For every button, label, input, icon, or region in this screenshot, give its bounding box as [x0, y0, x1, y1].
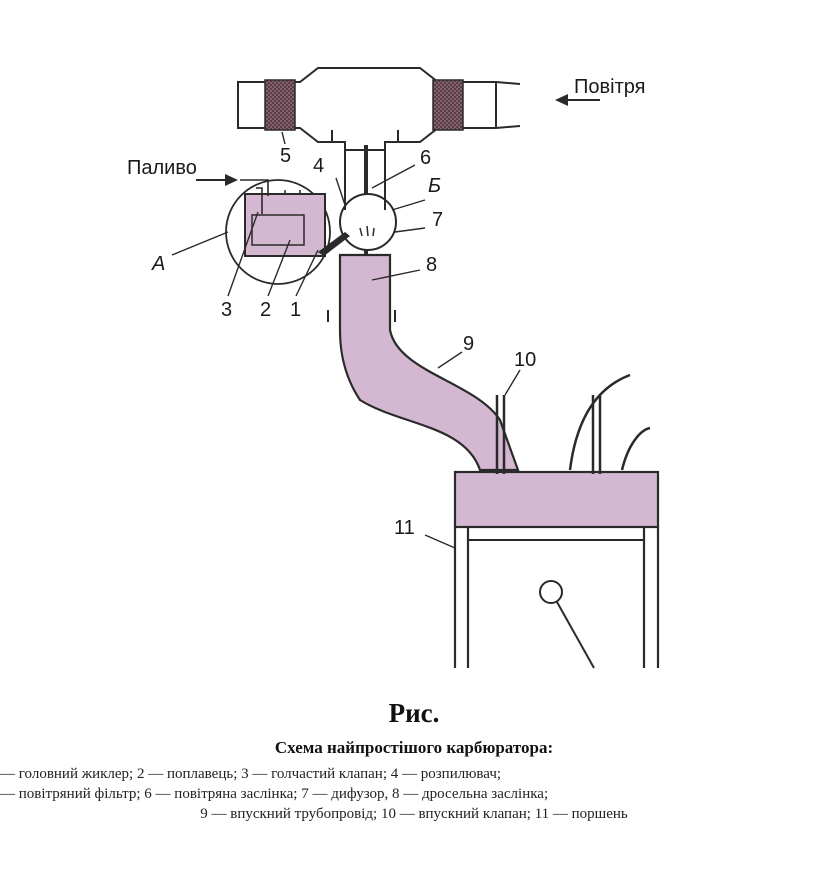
sprayer	[318, 232, 350, 256]
float-chamber-circle	[225, 179, 331, 285]
exhaust-valve	[568, 373, 651, 474]
label-zone-a: А	[151, 253, 165, 275]
intake-valve	[495, 395, 506, 474]
label-7: 7	[432, 209, 443, 231]
label-9: 9	[463, 333, 474, 355]
legend-line-1: — головний жиклер; 2 — поплавець; 3 — го…	[0, 766, 502, 782]
figure-subtitle: Схема найпростішого карбюратора:	[274, 738, 554, 757]
legend-line-3: 9 — впускний трубопровід; 10 — впускний …	[200, 806, 628, 822]
label-11: 11	[394, 517, 415, 539]
label-8: 8	[426, 254, 437, 276]
air-filter-left	[264, 79, 296, 131]
label-2: 2	[260, 299, 271, 321]
intake-manifold	[338, 253, 520, 472]
label-5: 5	[280, 145, 291, 167]
air-filter-right	[432, 79, 464, 131]
figure-title: Рис.	[388, 698, 440, 728]
cylinder-walls	[453, 527, 660, 668]
label-10: 10	[514, 349, 536, 371]
float-chamber	[240, 179, 326, 257]
diffuser-circle	[339, 193, 397, 251]
spray-droplets	[359, 225, 375, 237]
label-3: 3	[221, 299, 232, 321]
combustion-chamber	[453, 470, 660, 529]
piston-pin	[539, 580, 563, 604]
label-6: 6	[420, 147, 431, 169]
label-fuel: Паливо	[127, 157, 197, 179]
connecting-rod	[556, 601, 595, 669]
air-arrow	[555, 94, 600, 106]
air-filter-housing	[237, 67, 521, 151]
legend-line-2: — повітряний фільтр; 6 — повітряна заслі…	[0, 786, 549, 802]
fuel-arrow	[196, 174, 238, 186]
label-air: Повітря	[574, 76, 645, 98]
carburetor-diagram: Повітря Паливо А Б 1 2 3 4 5 6 7 8 9 10 …	[127, 67, 660, 669]
label-1: 1	[290, 299, 301, 321]
label-4: 4	[313, 155, 324, 177]
label-zone-b: Б	[428, 175, 441, 197]
leader-lines	[171, 131, 521, 549]
